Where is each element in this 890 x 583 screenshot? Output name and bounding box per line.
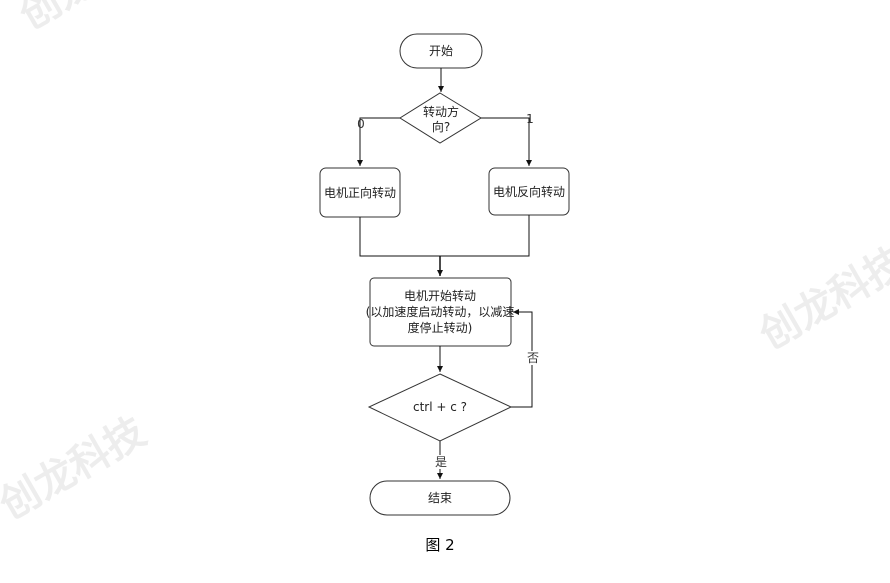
watermark-right: 创龙科技 (752, 239, 890, 359)
forward-label: 电机正向转动 (324, 185, 396, 200)
check-label: ctrl + c ? (413, 400, 467, 414)
edge-label-no: 否 (527, 351, 539, 365)
end-terminator (369, 480, 511, 516)
watermark-text: 创龙科技 (752, 239, 890, 359)
begin-label-line2: (以加速度启动转动，以减速 (366, 304, 515, 319)
figure-caption: 图 2 (425, 536, 454, 554)
edge-label-no-bg (525, 351, 540, 365)
edge-forward-to-merge (359, 217, 440, 257)
edge-label-yes-bg (433, 455, 448, 469)
watermark-text: 创龙科技 (12, 0, 174, 39)
direction-label-line2: 向? (432, 119, 450, 134)
edge-direction-to-reverse (481, 117, 532, 166)
watermark-text: 创龙科技 (0, 409, 154, 529)
edge-label-one: 1 (526, 112, 534, 126)
end-label: 结束 (428, 491, 452, 505)
watermark-top-left: 创龙科技 (12, 0, 174, 39)
begin-label-line1: 电机开始转动 (404, 288, 476, 303)
edge-reverse-to-merge (440, 215, 530, 257)
edge-label-yes: 是 (435, 455, 447, 469)
direction-decision (399, 92, 482, 144)
direction-label-line1: 转动方 (423, 104, 459, 119)
edge-label-zero: 0 (357, 117, 365, 131)
edge-direction-to-forward (357, 117, 400, 166)
watermark-bottom-left: 创龙科技 (0, 409, 154, 529)
start-label: 开始 (429, 44, 453, 58)
reverse-label: 电机反向转动 (493, 184, 565, 199)
begin-label-line3: 度停止转动) (408, 320, 473, 335)
